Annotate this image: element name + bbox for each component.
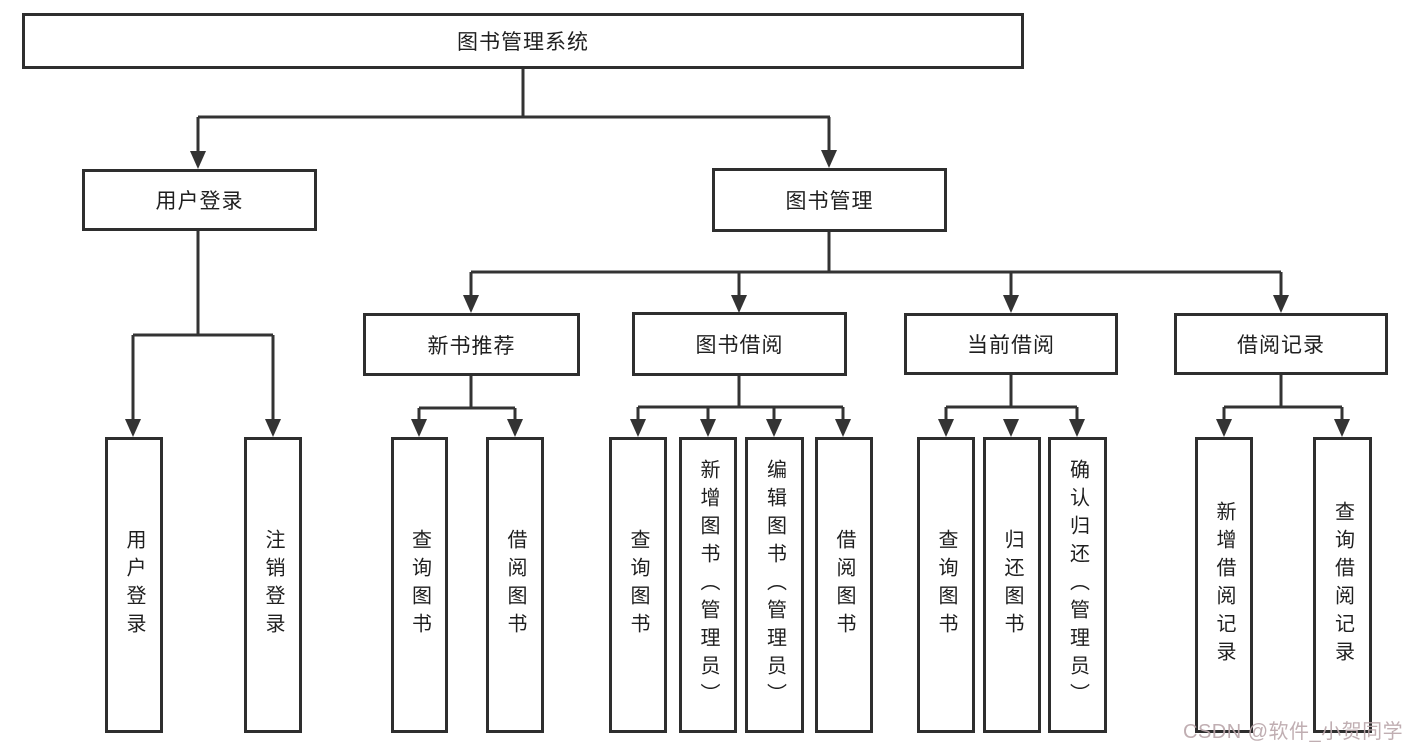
leaf-query-borrow-record: 查询借阅记录	[1313, 437, 1372, 733]
leaf-borrow-books-recommend: 借阅图书	[486, 437, 544, 733]
leaf-logout: 注销登录	[244, 437, 302, 733]
leaf-borrow-books: 借阅图书	[815, 437, 873, 733]
node-current-borrow: 当前借阅	[904, 313, 1118, 375]
leaf-user-login: 用户登录	[105, 437, 163, 733]
node-library-management-system: 图书管理系统	[22, 13, 1024, 69]
leaf-query-books-current: 查询图书	[917, 437, 975, 733]
node-user-login: 用户登录	[82, 169, 317, 231]
leaf-add-books-admin: 新增图书（管理员）	[679, 437, 737, 733]
node-new-book-recommend: 新书推荐	[363, 313, 580, 376]
leaf-confirm-return-admin: 确认归还（管理员）	[1048, 437, 1107, 733]
leaf-query-books-recommend: 查询图书	[391, 437, 448, 733]
node-book-borrow: 图书借阅	[632, 312, 847, 376]
leaf-add-borrow-record: 新增借阅记录	[1195, 437, 1253, 733]
leaf-query-books-borrow: 查询图书	[609, 437, 667, 733]
csdn-watermark: CSDN @软件_小贺同学	[1183, 721, 1404, 743]
leaf-return-books: 归还图书	[983, 437, 1041, 733]
node-book-management: 图书管理	[712, 168, 947, 232]
leaf-edit-books-admin: 编辑图书（管理员）	[745, 437, 804, 733]
node-borrow-records: 借阅记录	[1174, 313, 1388, 375]
